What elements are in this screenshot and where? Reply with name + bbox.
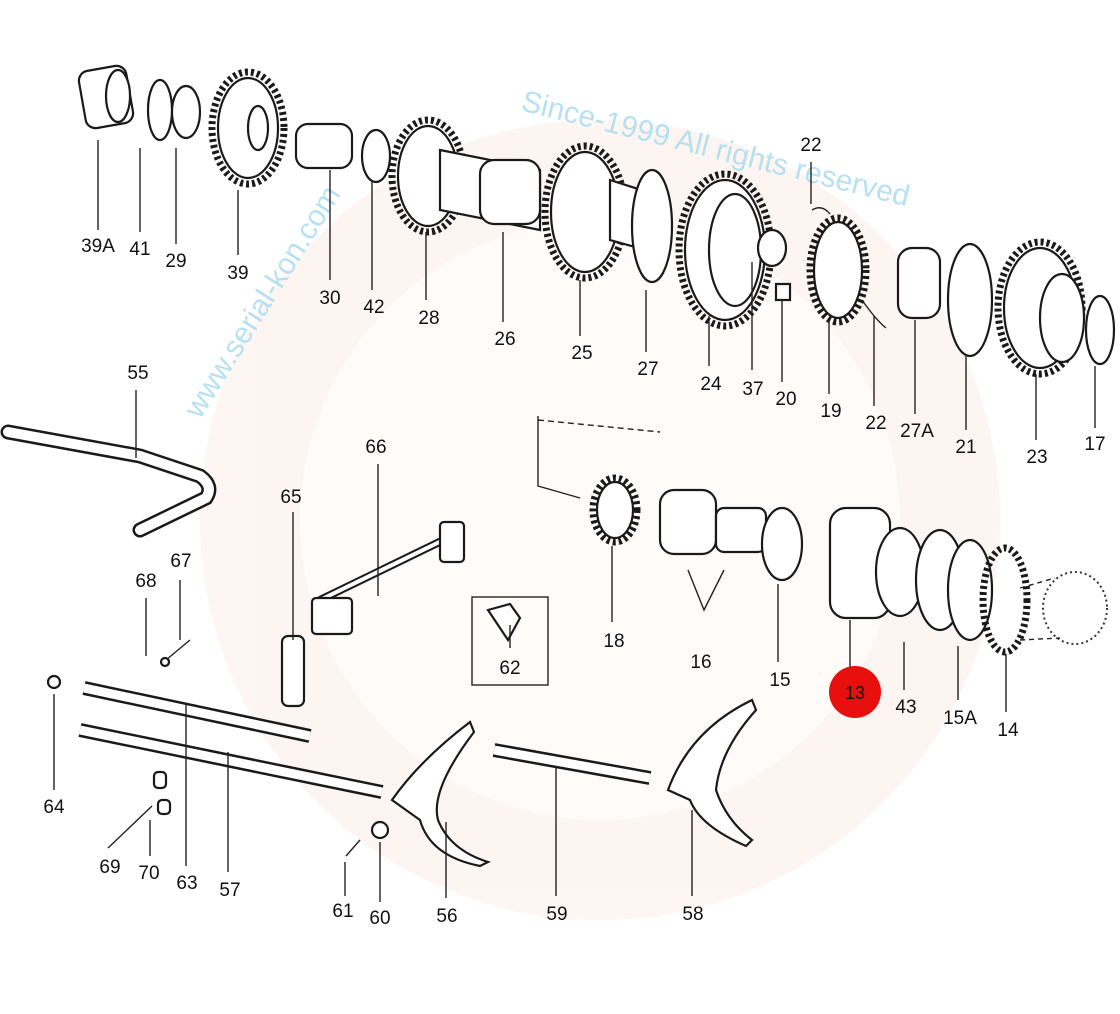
label-60[interactable]: 60 — [369, 908, 390, 929]
selector-parts — [0, 424, 758, 868]
label-37[interactable]: 37 — [742, 379, 763, 400]
label-64[interactable]: 64 — [43, 797, 65, 818]
label-70[interactable]: 70 — [138, 863, 159, 884]
label-30[interactable]: 30 — [319, 288, 340, 309]
label-68[interactable]: 68 — [135, 571, 156, 592]
label-14[interactable]: 14 — [997, 720, 1019, 741]
label-27A[interactable]: 27A — [900, 421, 934, 442]
label-16[interactable]: 16 — [690, 652, 711, 673]
leader-lines — [53, 140, 1096, 902]
label-13[interactable]: 13 — [845, 683, 865, 703]
label-43[interactable]: 43 — [895, 697, 916, 718]
label-25[interactable]: 25 — [571, 343, 592, 364]
label-63[interactable]: 63 — [176, 873, 197, 894]
label-42[interactable]: 42 — [363, 297, 384, 318]
label-22[interactable]: 22 — [865, 413, 886, 434]
label-27[interactable]: 27 — [637, 359, 658, 380]
highlight-marker — [829, 666, 881, 718]
top-shaft-parts — [77, 64, 1116, 378]
label-20[interactable]: 20 — [775, 389, 796, 410]
label-56[interactable]: 56 — [436, 906, 457, 927]
label-41[interactable]: 41 — [129, 239, 150, 260]
label-61[interactable]: 61 — [332, 901, 353, 922]
label-62[interactable]: 62 — [499, 658, 520, 679]
label-39A[interactable]: 39A — [81, 236, 115, 257]
label-19[interactable]: 19 — [820, 401, 841, 422]
label-66[interactable]: 66 — [365, 437, 386, 458]
label-67[interactable]: 67 — [170, 551, 191, 572]
label-69[interactable]: 69 — [99, 857, 120, 878]
middle-shaft-parts — [537, 416, 1108, 656]
part-labels: 39A 41 29 39 30 42 28 26 25 27 24 37 20 … — [43, 135, 1105, 929]
label-58[interactable]: 58 — [682, 904, 703, 925]
label-59[interactable]: 59 — [546, 904, 567, 925]
label-29[interactable]: 29 — [165, 251, 186, 272]
label-55[interactable]: 55 — [127, 363, 148, 384]
label-39[interactable]: 39 — [227, 263, 248, 284]
label-23[interactable]: 23 — [1026, 447, 1047, 468]
label-26[interactable]: 26 — [494, 329, 515, 350]
label-21[interactable]: 21 — [955, 437, 976, 458]
label-22-top[interactable]: 22 — [800, 135, 821, 156]
label-65[interactable]: 65 — [280, 487, 301, 508]
label-24[interactable]: 24 — [700, 374, 722, 395]
label-18[interactable]: 18 — [603, 631, 624, 652]
label-15[interactable]: 15 — [769, 670, 790, 691]
label-17[interactable]: 17 — [1084, 434, 1105, 455]
label-57[interactable]: 57 — [219, 880, 240, 901]
label-15A[interactable]: 15A — [943, 708, 977, 729]
label-28[interactable]: 28 — [418, 308, 439, 329]
